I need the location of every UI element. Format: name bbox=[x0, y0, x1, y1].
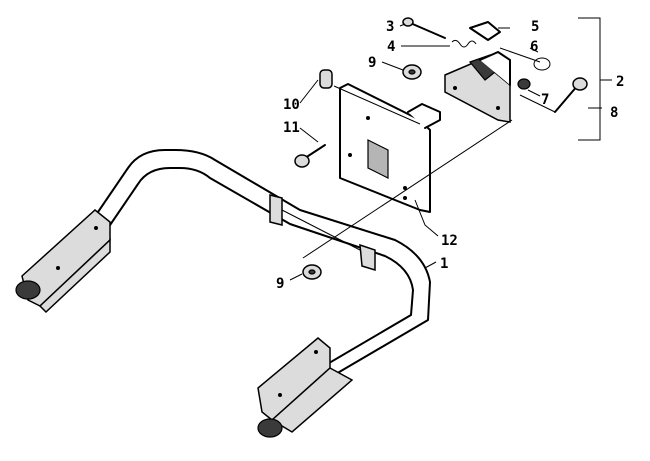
callout-12: 12 bbox=[441, 233, 458, 249]
callout-7: 7 bbox=[541, 92, 549, 108]
callout-10: 10 bbox=[283, 97, 300, 113]
spacer-10-part bbox=[319, 69, 333, 89]
callout-3: 3 bbox=[386, 19, 394, 35]
callout-4: 4 bbox=[387, 39, 395, 55]
nut-9-top-part bbox=[402, 64, 422, 80]
callout-1: 1 bbox=[440, 256, 448, 272]
bolt-8-part bbox=[554, 77, 588, 113]
nut-9-bottom-part bbox=[302, 264, 322, 280]
callout-8: 8 bbox=[610, 105, 618, 121]
callout-2: 2 bbox=[616, 74, 624, 90]
bolt-3-part bbox=[402, 17, 446, 39]
callout-6: 6 bbox=[530, 39, 538, 55]
mounting-plate-part bbox=[339, 83, 441, 213]
callout-5: 5 bbox=[531, 19, 539, 35]
callout-11: 11 bbox=[283, 120, 300, 136]
bumper-tube-part bbox=[15, 149, 431, 438]
callout-9-bottom: 9 bbox=[276, 276, 284, 292]
callout-9-top: 9 bbox=[368, 55, 376, 71]
latch-assembly-part bbox=[444, 21, 551, 123]
bolt-11-part bbox=[294, 144, 326, 168]
